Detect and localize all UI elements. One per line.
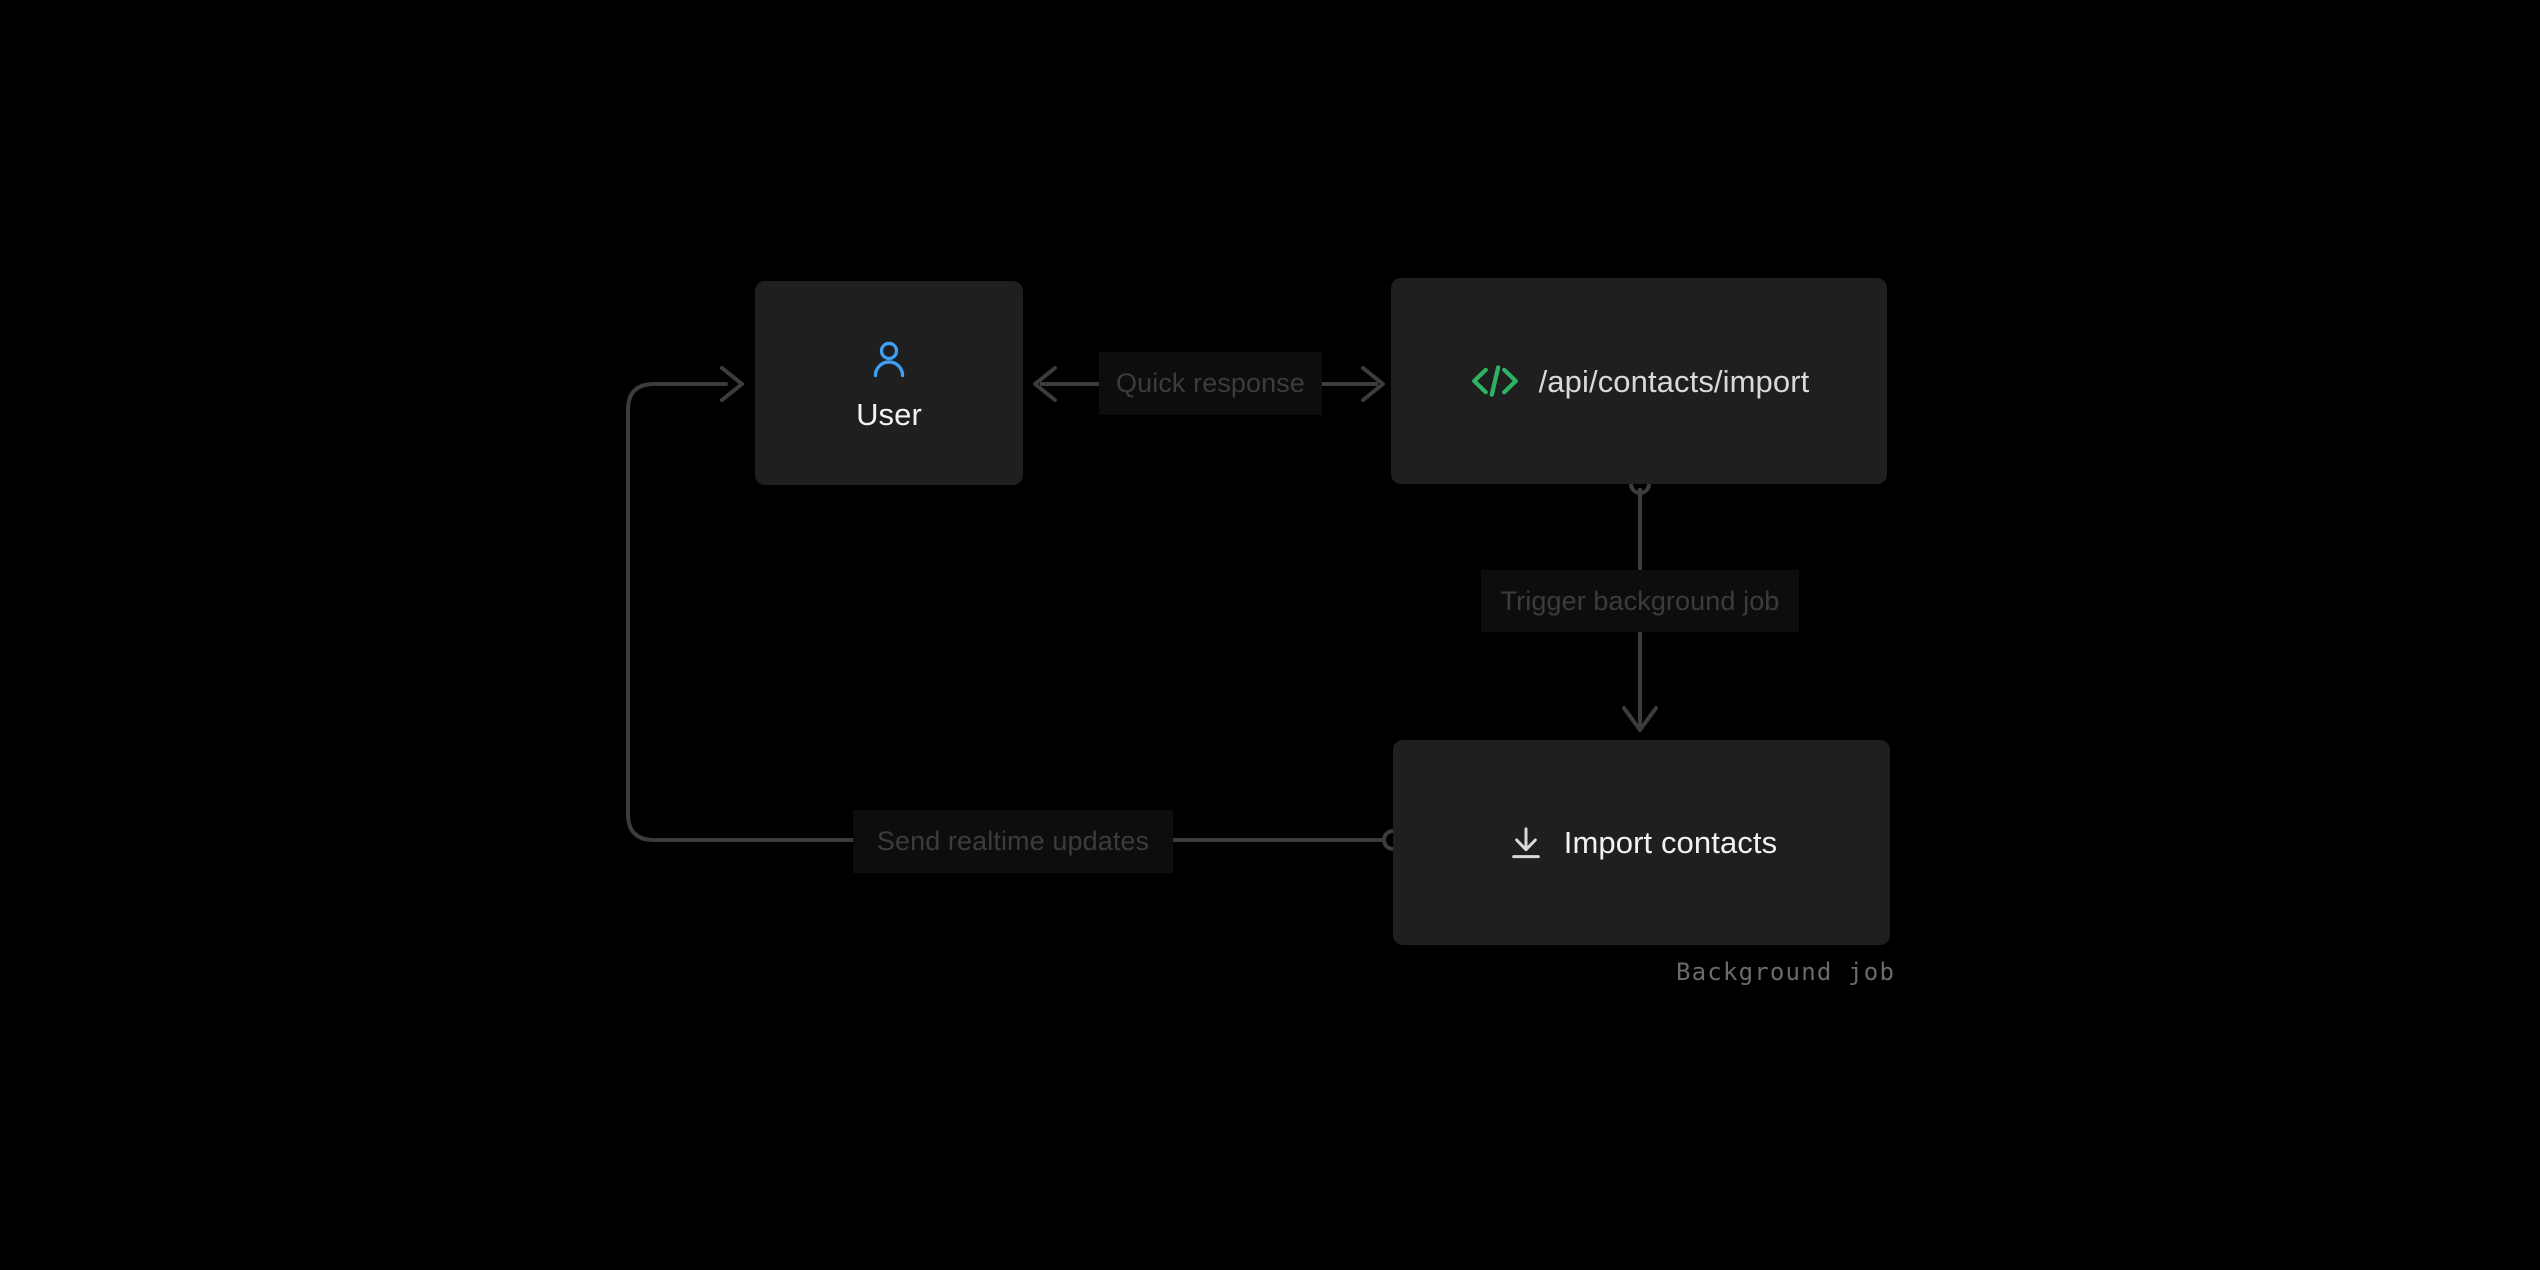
edge-user-to-api	[1322, 366, 1385, 402]
node-user[interactable]: User	[755, 281, 1023, 485]
edge-label-quick-response: Quick response	[1099, 352, 1322, 415]
edge-api-to-user	[1033, 366, 1099, 402]
edge-label-send-realtime-updates: Send realtime updates	[853, 810, 1173, 873]
node-caption-background-job: Background job	[1676, 958, 1896, 986]
node-import-contacts[interactable]: Import contacts	[1393, 740, 1890, 945]
edge-label-trigger-background-job: Trigger background job	[1481, 570, 1799, 632]
node-import-contacts-label: Import contacts	[1563, 825, 1778, 860]
node-api-endpoint-label: /api/contacts/import	[1538, 363, 1810, 399]
code-brackets-icon	[1469, 361, 1521, 401]
node-user-label: User	[856, 396, 922, 432]
download-icon	[1506, 823, 1546, 863]
user-icon	[867, 337, 911, 381]
node-api-endpoint[interactable]: /api/contacts/import	[1391, 278, 1887, 484]
